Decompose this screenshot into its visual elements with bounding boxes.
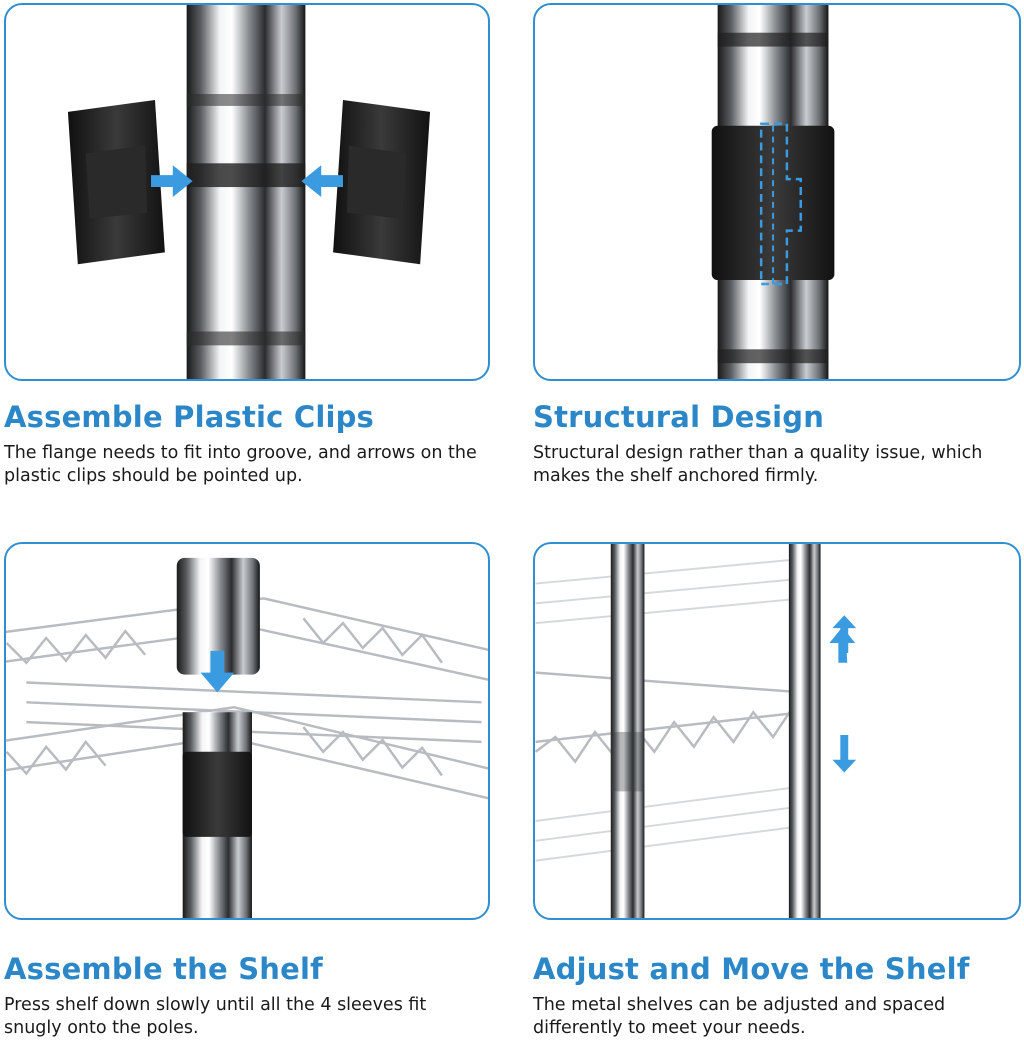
section-title-structural-design: Structural Design bbox=[533, 400, 825, 434]
arrow-down-icon bbox=[200, 650, 235, 693]
clip-structure-illustration bbox=[711, 5, 835, 379]
section-desc-structural-design: Structural design rather than a quality … bbox=[533, 443, 983, 486]
section-title-assemble-clips: Assemble Plastic Clips bbox=[4, 400, 375, 434]
image-panel-assemble-clips bbox=[4, 3, 490, 381]
section-desc-assemble-shelf: Press shelf down slowly until all the 4 … bbox=[4, 995, 427, 1038]
pole-right bbox=[788, 544, 821, 918]
image-panel-adjust-shelf bbox=[533, 542, 1021, 920]
arrow-up-icon bbox=[829, 615, 857, 663]
pole-left bbox=[610, 544, 645, 918]
arrow-right-icon bbox=[151, 165, 193, 197]
image-panel-assemble-shelf bbox=[4, 542, 490, 920]
section-desc-adjust-shelf: The metal shelves can be adjusted and sp… bbox=[533, 995, 946, 1038]
section-desc-assemble-clips: The flange needs to fit into groove, and… bbox=[4, 443, 477, 486]
pole-clip bbox=[182, 751, 252, 837]
clip-right bbox=[333, 99, 431, 265]
arrow-down-icon bbox=[832, 734, 857, 773]
shelf-sleeve bbox=[176, 557, 260, 675]
section-title-assemble-shelf: Assemble the Shelf bbox=[4, 952, 323, 986]
section-title-adjust-shelf: Adjust and Move the Shelf bbox=[533, 952, 970, 986]
image-panel-structural-design bbox=[533, 3, 1021, 381]
clip-left bbox=[67, 99, 165, 265]
groove-outline bbox=[759, 122, 802, 286]
pole-with-clips-illustration bbox=[67, 5, 431, 379]
adjustable-shelf-illustration bbox=[535, 544, 857, 918]
shelf-sleeve-illustration bbox=[6, 557, 488, 918]
arrow-left-icon bbox=[301, 165, 343, 197]
wire-shelf bbox=[535, 671, 803, 764]
